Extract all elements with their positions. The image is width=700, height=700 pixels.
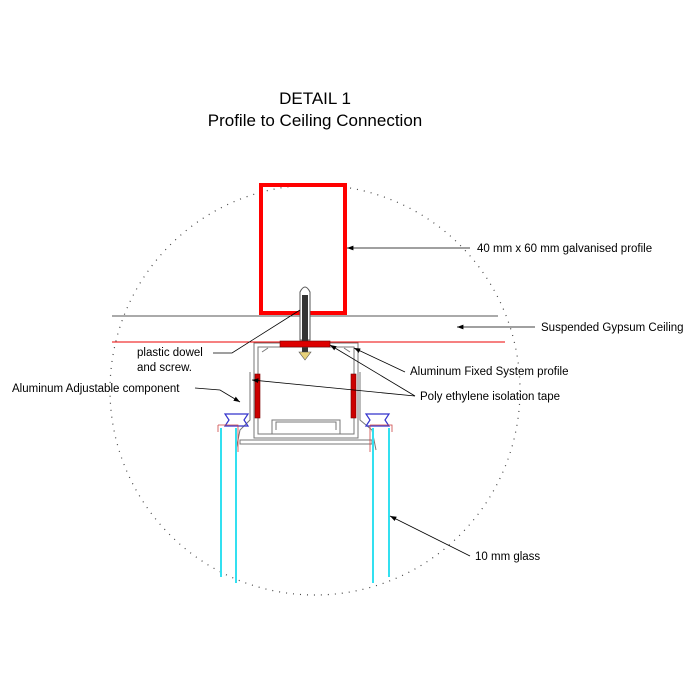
label-gypsum-ceiling: Suspended Gypsum Ceiling xyxy=(541,322,684,334)
title-line1: DETAIL 1 xyxy=(279,89,351,108)
glass-panels xyxy=(220,428,390,583)
label-dowel-line1: plastic dowel xyxy=(137,347,203,359)
isolation-tape-top xyxy=(279,340,331,348)
label-dowel-line2: and screw. xyxy=(137,362,192,374)
label-glass: 10 mm glass xyxy=(475,551,540,563)
detail-circle xyxy=(109,184,521,596)
label-galvanised-profile: 40 mm x 60 mm galvanised profile xyxy=(477,243,652,255)
title-line2: Profile to Ceiling Connection xyxy=(208,111,423,130)
gaskets xyxy=(223,413,391,427)
leader-lines xyxy=(194,245,535,557)
label-fixed-profile: Aluminum Fixed System profile xyxy=(410,366,569,378)
label-isolation-tape: Poly ethylene isolation tape xyxy=(420,391,560,403)
isolation-tape-left xyxy=(254,373,261,419)
label-adjustable-component: Aluminum Adjustable component xyxy=(12,383,180,395)
dowel-screw xyxy=(298,286,312,361)
isolation-tape-right xyxy=(350,373,357,419)
glass-frame-caps xyxy=(217,424,393,452)
